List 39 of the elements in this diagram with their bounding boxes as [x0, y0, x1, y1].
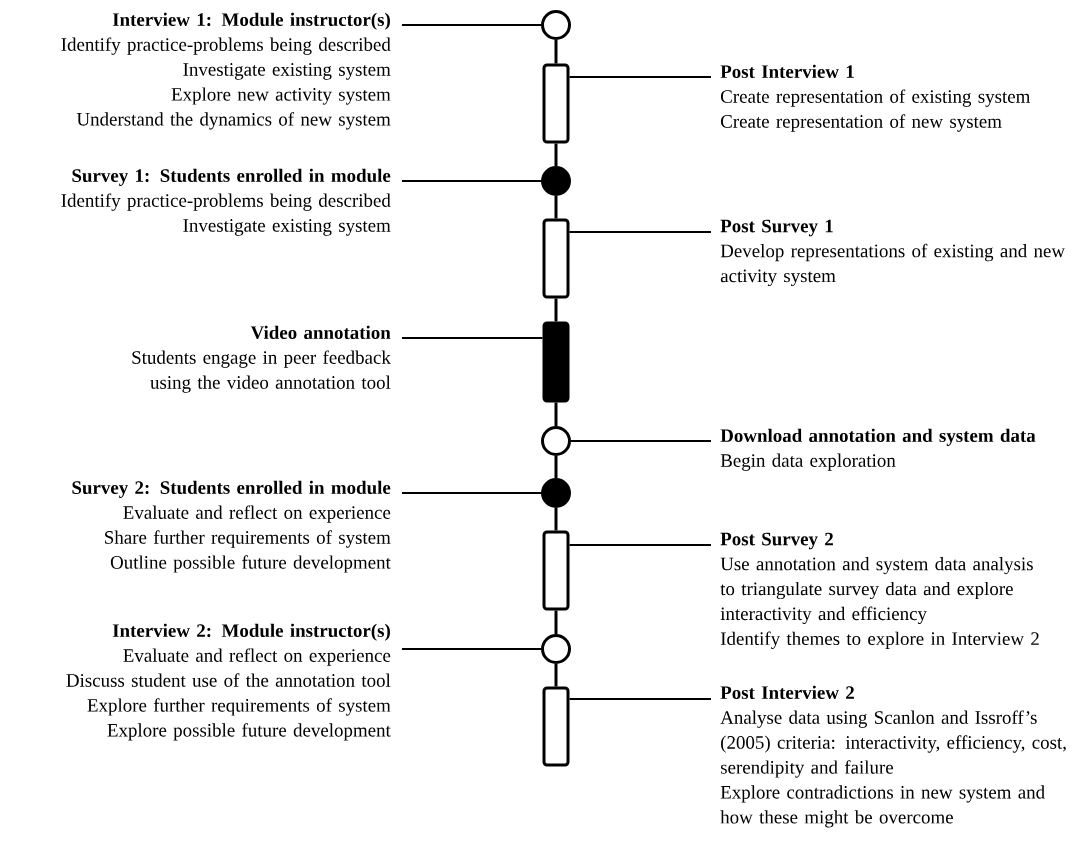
step-description: Interview 1: Module instructor(s) Identify practice-problems being described Investigate existing system Explore new activity system Understand the dynamics of new system [61, 12, 391, 130]
timeline-line [554, 298, 558, 322]
leader-line [401, 337, 544, 339]
timeline-line [554, 456, 558, 478]
phase-box [542, 530, 570, 611]
leader-line [401, 492, 542, 494]
leader-line [568, 231, 712, 233]
step-description: Video annotation Students engage in peer feedback using the video annotation tool [132, 325, 391, 393]
leader-line [568, 544, 712, 546]
phase-box [542, 63, 570, 144]
leader-line [568, 698, 712, 700]
timeline-line [554, 143, 558, 166]
timeline-line [554, 196, 558, 219]
leader-line [401, 24, 542, 26]
milestone-circle [541, 426, 571, 456]
step-description: Interview 2: Module instructor(s) Evaluate and reflect on experience Discuss student use of the annotation tool Explore further requirements of system Explore possible future development [66, 623, 391, 741]
timeline-line [554, 508, 558, 531]
milestone-circle [541, 166, 571, 196]
step-description: Post Survey 2 Use annotation and system data analysis to triangulate survey data and explore interactivity and efficiency Identify themes to explore in Interview 2 [720, 532, 1039, 649]
timeline-line [554, 402, 558, 426]
timeline-line [554, 40, 558, 64]
step-description: Download annotation and system data Begin data exploration [720, 428, 1036, 471]
milestone-circle [541, 478, 571, 508]
milestone-circle [541, 634, 571, 664]
milestone-circle [541, 10, 571, 40]
timeline-line [554, 664, 558, 687]
step-description: Survey 2: Students enrolled in module Evaluate and reflect on experience Share further requirements of system Outline possible future development [72, 480, 391, 573]
step-description: Survey 1: Students enrolled in module Identify practice-problems being described Investigate existing system [61, 168, 391, 236]
leader-line [570, 440, 712, 442]
activity-bar [542, 321, 570, 403]
timeline-line [554, 610, 558, 634]
phase-box [542, 218, 570, 299]
step-description: Post Interview 1 Create representation of existing system Create representation of new system [720, 64, 1031, 132]
phase-box [542, 686, 570, 767]
leader-line [401, 180, 542, 182]
step-description: Post Interview 2 Analyse data using Scanlon and Issroff’s (2005) criteria: interactivity, efficiency, cost, serendipity and failure Explore contradictions in new system and how these might be overcome [720, 685, 1066, 828]
leader-line [401, 648, 542, 650]
step-description: Post Survey 1 Develop representations of existing and new activity system [720, 219, 1065, 287]
leader-line [568, 76, 712, 78]
